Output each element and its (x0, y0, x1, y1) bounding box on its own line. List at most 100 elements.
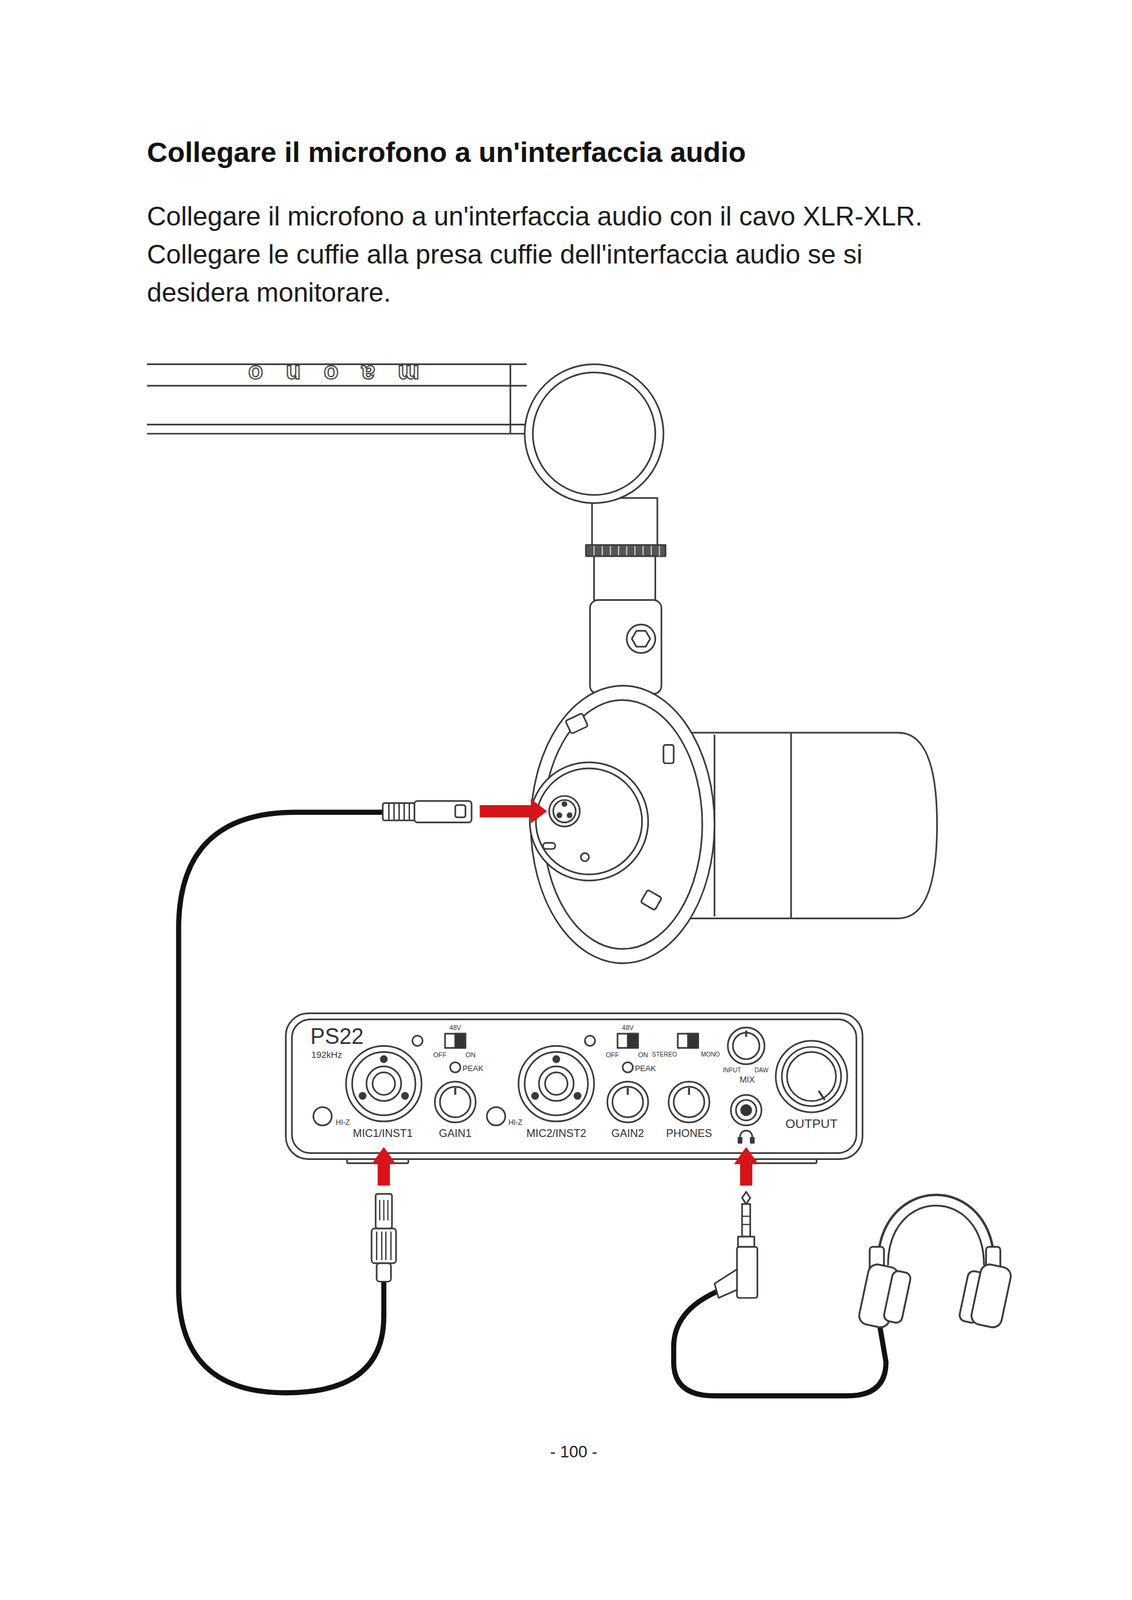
panel-label: STEREO (651, 1052, 677, 1059)
audio-interface-body (292, 1019, 857, 1154)
headphones (888, 1205, 985, 1266)
microphone (663, 744, 674, 764)
audio-interface-body (781, 1047, 842, 1107)
audio-interface-body (740, 1105, 752, 1116)
microphone (529, 685, 938, 964)
boom-arm (146, 364, 666, 695)
audio-interface-body (402, 1093, 409, 1100)
panel-label: MIX (739, 1075, 755, 1085)
microphone (567, 813, 573, 818)
audio-interface-body (449, 1062, 461, 1073)
audio-interface-body (454, 1088, 456, 1096)
boom-arm (532, 372, 656, 496)
brand-mark: maono (224, 362, 443, 387)
xlr-female-plug (382, 801, 472, 823)
page-number: - 100 - (550, 1444, 598, 1461)
panel-label: 48V (449, 1024, 462, 1032)
boom-arm (585, 544, 666, 557)
insert-arrow (479, 799, 547, 825)
insert-arrow (734, 1147, 759, 1186)
audio-interface-body (677, 1034, 699, 1049)
page-title: Collegare il microfono a un'interfaccia … (146, 137, 747, 167)
audio-interface-body (688, 1088, 690, 1096)
insert-arrow (371, 1147, 397, 1186)
panel-label: OFF (433, 1052, 447, 1059)
audio-interface-body (612, 1087, 644, 1119)
panel-label: OFF (605, 1052, 620, 1059)
microphone (562, 802, 567, 807)
audio-interface-body (544, 1072, 568, 1096)
audio-interface-body (584, 1035, 596, 1047)
xlr-female-plug (455, 805, 466, 818)
boom-arm (593, 556, 655, 603)
audio-interface-body (626, 1088, 629, 1096)
audio-interface-body (532, 1093, 539, 1100)
audio-interface-body (286, 1013, 863, 1164)
headphone-cable (673, 1292, 886, 1397)
xlr-male-plug (376, 1232, 392, 1261)
audio-interface-body (434, 1081, 476, 1123)
xlr-female-plug (388, 803, 410, 822)
audio-interface-body (574, 1093, 581, 1100)
panel-label: MIC2/INST2 (526, 1128, 586, 1140)
boom-arm (626, 624, 655, 654)
audio-interface-body (735, 1100, 757, 1122)
panel-label: OUTPUT (785, 1117, 838, 1131)
audio-interface-body (668, 1081, 710, 1123)
body-text: Collegare il microfono a un'interfaccia … (146, 197, 955, 312)
panel-label: PEAK (634, 1064, 657, 1073)
microphone (549, 796, 580, 828)
panel-label: MONO (700, 1052, 720, 1059)
audio-interface-body (786, 1052, 836, 1102)
headphone-plug (737, 1247, 758, 1299)
audio-interface-body (731, 1095, 762, 1126)
panel-label: PHONES (665, 1128, 712, 1140)
panel-label: 48V (621, 1024, 634, 1032)
audio-interface: PS22192kHz48VOFFONPEAKHI-ZMIC1/INST1GAIN… (286, 1013, 863, 1160)
audio-interface-body (728, 1027, 765, 1065)
headphone-cable (673, 1292, 886, 1397)
audio-interface-body (351, 1052, 416, 1116)
audio-interface-body (313, 1107, 332, 1126)
headphone-plug (741, 1216, 751, 1226)
microphone (565, 713, 589, 735)
microphone (557, 813, 562, 818)
audio-interface-body (617, 1034, 638, 1049)
audio-interface-body (738, 1138, 742, 1143)
headphones (969, 1263, 1013, 1330)
headphone-plug (714, 1192, 758, 1299)
audio-interface-body (380, 1056, 388, 1063)
panel-label: HI-Z (335, 1119, 350, 1127)
panel-label: DAW (754, 1067, 769, 1074)
xlr-male-plug (371, 1228, 397, 1264)
audio-interface-body (286, 1013, 863, 1160)
headphones (878, 1195, 995, 1266)
audio-interface-body (673, 1087, 705, 1119)
headphones (857, 1195, 1013, 1330)
microphone (640, 890, 662, 911)
boom-arm (509, 364, 512, 435)
boom-arm (593, 546, 660, 557)
boom-arm (592, 498, 658, 548)
audio-interface-body (345, 1046, 422, 1122)
audio-interface-body (744, 1031, 747, 1038)
panel-label: GAIN2 (611, 1128, 645, 1140)
headphone-plug (737, 1237, 755, 1248)
headphones (882, 1270, 912, 1325)
xlr-male-plug (375, 1194, 392, 1229)
microphone (535, 768, 643, 876)
headphone-plug (741, 1204, 751, 1238)
audio-interface-body (359, 1093, 366, 1100)
audio-interface-body (518, 1046, 595, 1122)
microphone (714, 732, 792, 919)
audio-interface-body (486, 1107, 505, 1126)
boom-arm (524, 364, 664, 504)
xlr-male-plug (371, 1194, 397, 1282)
headphone-plug (714, 1269, 738, 1299)
panel-label: PEAK (462, 1064, 484, 1073)
xlr-female-plug (382, 803, 416, 822)
audio-interface-body (622, 1062, 634, 1073)
panel-label: 192kHz (311, 1049, 343, 1059)
audio-interface-body (607, 1081, 649, 1123)
